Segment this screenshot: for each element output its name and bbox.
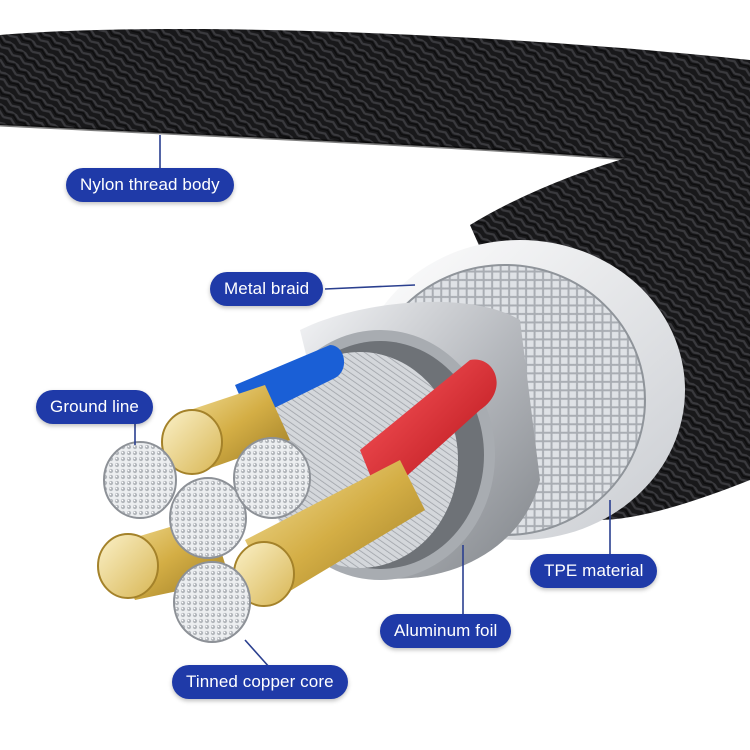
leader-line-tinned	[244, 639, 271, 669]
leader-line-metal-braid	[324, 284, 416, 290]
label-tpe-material: TPE material	[530, 554, 658, 588]
tinned-strand-bundle-2	[169, 477, 247, 559]
tinned-strand-bundle-4	[173, 561, 251, 643]
tinned-strand-bundle-1	[103, 441, 177, 519]
label-nylon-thread-body: Nylon thread body	[66, 168, 234, 202]
label-aluminum-foil: Aluminum foil	[380, 614, 512, 648]
label-metal-braid: Metal braid	[210, 272, 324, 306]
upper-cable	[0, 29, 750, 171]
tinned-strand-bundle-3	[233, 437, 311, 519]
label-tinned-copper-core: Tinned copper core	[172, 665, 348, 699]
label-ground-line: Ground line	[36, 390, 153, 424]
